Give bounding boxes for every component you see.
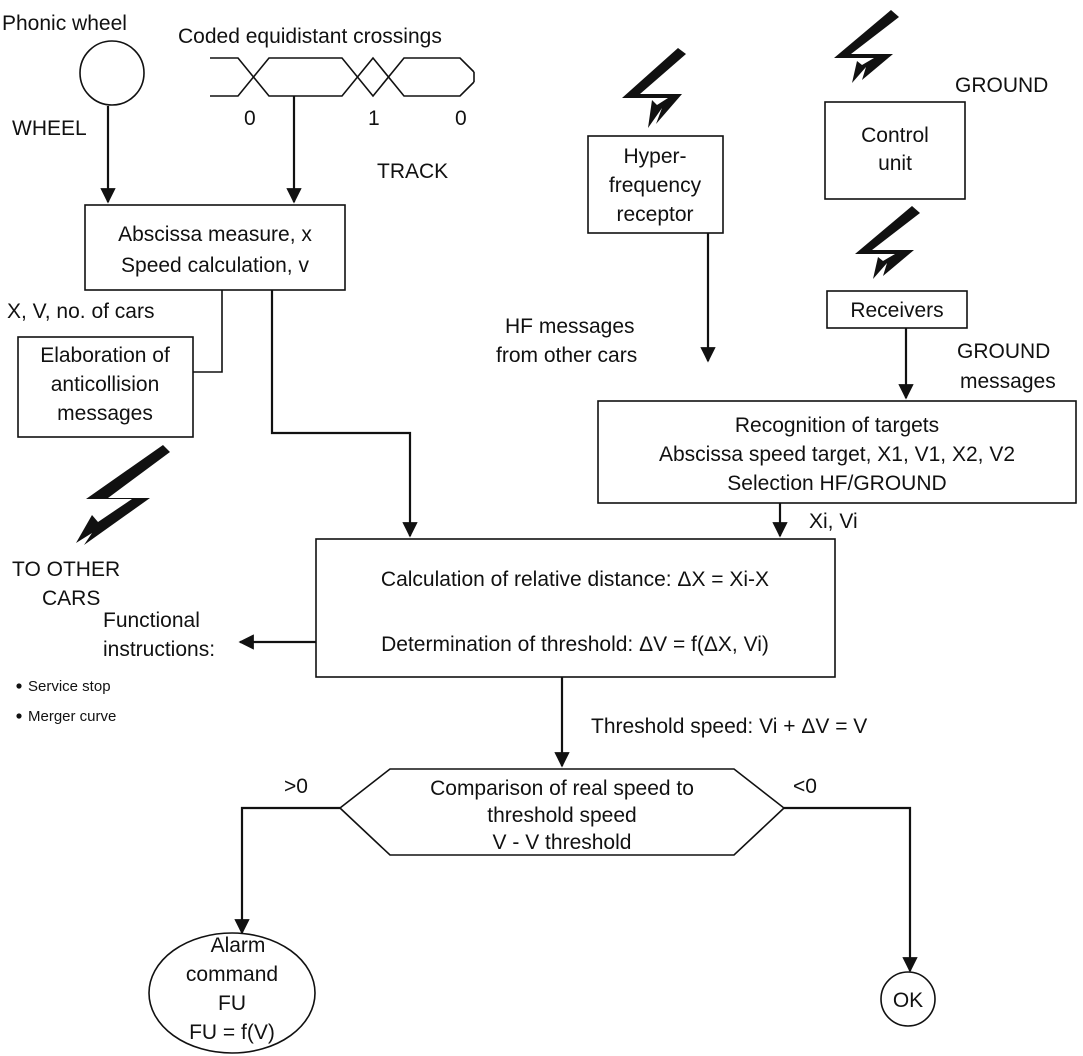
comparison-line-2: threshold speed [487, 804, 636, 827]
to-other-cars-line-2: CARS [42, 587, 100, 610]
calculation-box: Calculation of relative distance: ΔX = X… [315, 538, 836, 678]
alarm-line-2: command [186, 963, 278, 986]
comparison-hexagon: Comparison of real speed to threshold sp… [338, 768, 786, 856]
calculation-line-2: Determination of threshold: ΔV = f(ΔX, V… [381, 633, 769, 656]
ok-circle: OK [880, 971, 936, 1027]
bullet-service-stop: Service stop [28, 678, 111, 695]
abscissa-box: Abscissa measure, x Speed calculation, v [84, 204, 346, 291]
recognition-box: Recognition of targets Abscissa speed ta… [597, 400, 1077, 504]
hf-bolt-icon [622, 48, 686, 128]
functional-line-1: Functional [103, 609, 200, 632]
phonic-wheel-label: Phonic wheel [2, 12, 127, 35]
phonic-wheel: Phonic wheel WHEEL [2, 12, 145, 204]
calculation-line-1: Calculation of relative distance: ΔX = X… [381, 568, 769, 591]
less-than-zero-label: <0 [793, 775, 817, 798]
hyper-line-1: Hyper- [623, 145, 686, 168]
abscissa-line-1: Abscissa measure, x [118, 223, 312, 246]
recognition-line-3: Selection HF/GROUND [727, 472, 946, 495]
xi-vi-label: Xi, Vi [809, 510, 858, 533]
ok-label: OK [893, 989, 923, 1012]
elaboration-line-1: Elaboration of [40, 344, 170, 367]
recognition-line-2: Abscissa speed target, X1, V1, X2, V2 [659, 443, 1015, 466]
receivers-label: Receivers [850, 299, 943, 322]
to-other-cars-line-1: TO OTHER [12, 558, 120, 581]
control-line-1: Control [861, 124, 929, 147]
elaboration-box: Elaboration of anticollision messages [17, 336, 194, 438]
greater-than-zero-label: >0 [284, 775, 308, 798]
coded-crossings-label: Coded equidistant crossings [178, 25, 442, 48]
hyper-line-3: receptor [616, 203, 693, 226]
ground-messages-line-2: messages [960, 370, 1056, 393]
recognition-line-1: Recognition of targets [735, 414, 939, 437]
functional-line-2: instructions: [103, 638, 215, 661]
code-digit-0b: 0 [455, 107, 467, 130]
control-line-2: unit [878, 152, 912, 175]
track-crossings: Coded equidistant crossings 0 1 0 TRACK [178, 25, 475, 204]
receiver-bolt-icon [855, 206, 920, 279]
alarm-line-1: Alarm [211, 934, 266, 957]
xv-cars-label: X, V, no. of cars [7, 300, 154, 323]
ground-label: GROUND [955, 74, 1048, 97]
abscissa-line-2: Speed calculation, v [121, 254, 309, 277]
alarm-line-3: FU [218, 992, 246, 1015]
elaboration-line-3: messages [57, 402, 153, 425]
control-unit-box: Control unit [824, 101, 966, 200]
transmit-bolt-icon [76, 445, 170, 545]
phonic-wheel-circle [79, 40, 145, 106]
code-digit-1: 1 [368, 107, 380, 130]
alarm-ellipse: Alarm command FU FU = f(V) [148, 932, 316, 1054]
receivers-box: Receivers [826, 290, 968, 329]
elaboration-line-2: anticollision [51, 373, 160, 396]
hf-messages-line-1: HF messages [505, 315, 635, 338]
bullet-merger-curve: Merger curve [28, 708, 116, 725]
ground-bolt-icon [834, 10, 899, 83]
wheel-label: WHEEL [12, 117, 87, 140]
hf-messages-line-2: from other cars [496, 344, 637, 367]
comparison-line-3: V - V threshold [493, 831, 632, 854]
hyper-line-2: frequency [609, 174, 702, 197]
track-label: TRACK [377, 160, 448, 183]
threshold-speed-label: Threshold speed: Vi + ΔV = V [591, 715, 867, 738]
comparison-line-1: Comparison of real speed to [430, 777, 694, 800]
ground-messages-line-1: GROUND [957, 340, 1050, 363]
hyper-frequency-box: Hyper- frequency receptor [587, 135, 724, 234]
alarm-line-4: FU = f(V) [189, 1021, 275, 1044]
code-digit-0a: 0 [244, 107, 256, 130]
